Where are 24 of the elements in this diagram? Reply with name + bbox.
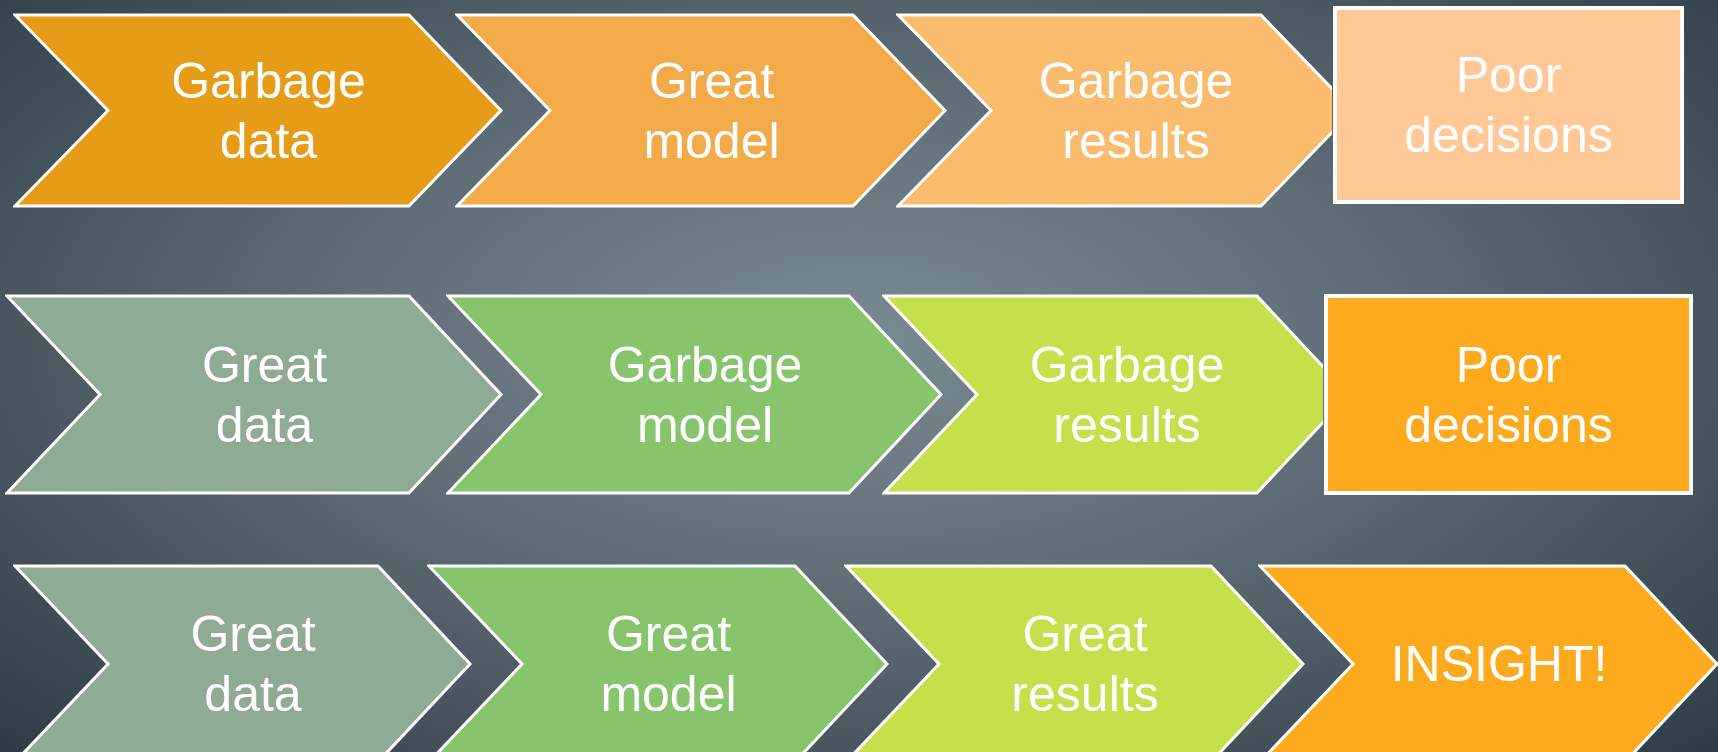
step-label: Garbage results	[1037, 51, 1235, 171]
step-label: INSIGHT!	[1390, 635, 1608, 694]
chevron-shape	[455, 13, 948, 208]
chevron-shape	[13, 13, 504, 208]
chevron-shape	[1258, 564, 1718, 752]
chevron-shape	[427, 564, 890, 752]
chevron-shape	[13, 564, 473, 752]
step-label: Poor decisions	[1403, 46, 1614, 165]
chevron-shape	[446, 294, 944, 495]
process-box	[1324, 294, 1693, 495]
step-label: Garbage results	[1028, 335, 1226, 455]
chevron-shape	[5, 294, 504, 495]
step-label: Great model	[599, 605, 738, 724]
step-label: Great data	[189, 605, 317, 724]
step-label: Great results	[1010, 605, 1160, 724]
chevron-shape	[896, 13, 1332, 208]
step-label: Garbage data	[170, 51, 367, 171]
step-label: Great data	[200, 335, 329, 455]
step-label: Poor decisions	[1403, 335, 1614, 455]
chevron-shape	[844, 564, 1306, 752]
step-label: Great model	[642, 51, 781, 171]
chevron-shape	[882, 294, 1323, 495]
step-label: Garbage model	[606, 335, 804, 455]
process-box	[1333, 6, 1684, 204]
